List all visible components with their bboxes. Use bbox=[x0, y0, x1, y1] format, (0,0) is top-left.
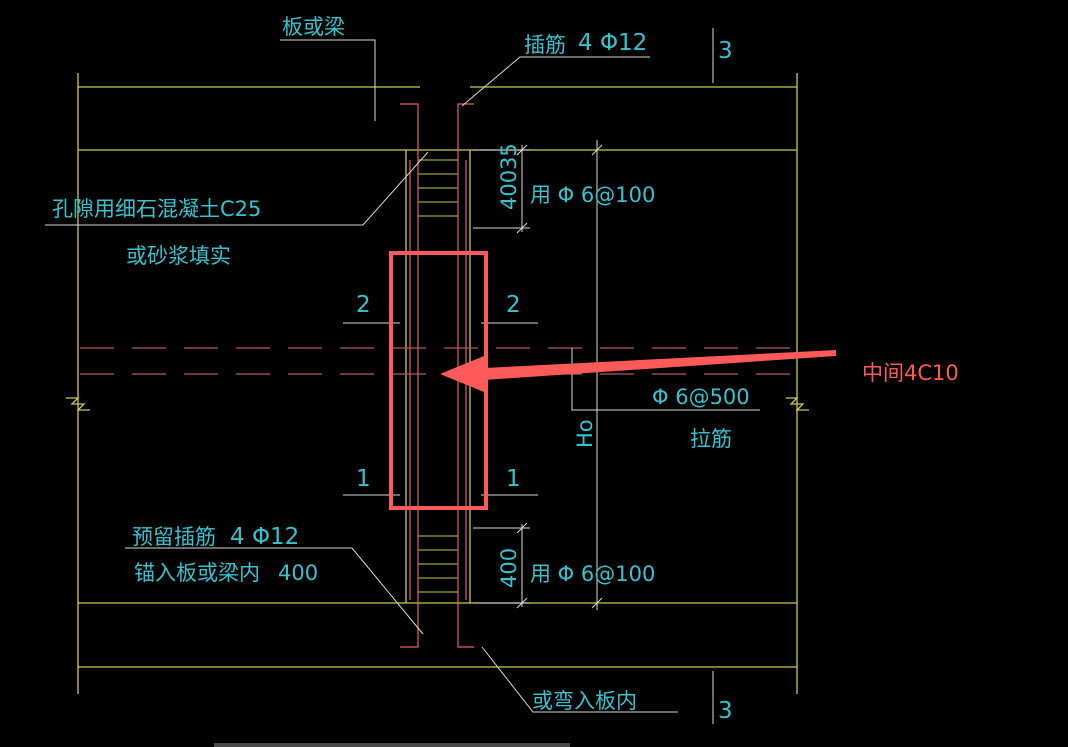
section-mark-bottom: 3 bbox=[718, 698, 733, 724]
markup-annotation: 中间4C10 bbox=[389, 251, 959, 510]
dim-400-top: 400 bbox=[497, 170, 521, 210]
bottom-scroll-strip bbox=[214, 743, 570, 747]
structure-outline bbox=[66, 73, 809, 694]
label-reserved-len: 400 bbox=[278, 561, 318, 585]
label-dowel-title: 插筋 bbox=[524, 33, 566, 57]
label-grout-line2: 或砂浆填实 bbox=[126, 244, 231, 268]
cad-labels: 板或梁 插筋 4 Φ12 3 孔隙用细石混凝土C25 或砂浆填实 35 400 … bbox=[52, 15, 750, 724]
section-1-right: 1 bbox=[506, 466, 521, 492]
leader-lines bbox=[45, 28, 760, 724]
section-1-left: 1 bbox=[356, 466, 371, 492]
label-reserved-line1: 预留插筋 bbox=[132, 525, 216, 549]
label-grout-line1: 孔隙用细石混凝土C25 bbox=[52, 197, 261, 221]
label-reserved-line2: 锚入板或梁内 bbox=[134, 561, 260, 585]
label-stirrup-bottom: 用 Φ 6@100 bbox=[530, 562, 655, 586]
section-2-left: 2 bbox=[356, 292, 371, 318]
dim-35: 35 bbox=[497, 143, 521, 170]
label-reserved-spec: 4 Φ12 bbox=[230, 524, 299, 550]
label-tie-name: 拉筋 bbox=[690, 427, 732, 451]
label-bend-into-slab: 或弯入板内 bbox=[532, 689, 637, 713]
label-slab-or-beam: 板或梁 bbox=[282, 15, 345, 39]
dashed-center-lines bbox=[80, 347, 795, 375]
label-tie-spec: Φ 6@500 bbox=[652, 385, 750, 409]
section-mark-top: 3 bbox=[718, 38, 733, 64]
annotation-label: 中间4C10 bbox=[862, 361, 959, 385]
label-dowel-spec: 4 Φ12 bbox=[578, 30, 647, 56]
section-2-right: 2 bbox=[506, 292, 521, 318]
label-stirrup-top: 用 Φ 6@100 bbox=[530, 183, 655, 207]
label-height-ho: Ho bbox=[573, 419, 597, 448]
annotation-arrow bbox=[440, 350, 836, 392]
dim-400-bottom: 400 bbox=[497, 548, 521, 588]
highlight-box bbox=[389, 251, 488, 510]
